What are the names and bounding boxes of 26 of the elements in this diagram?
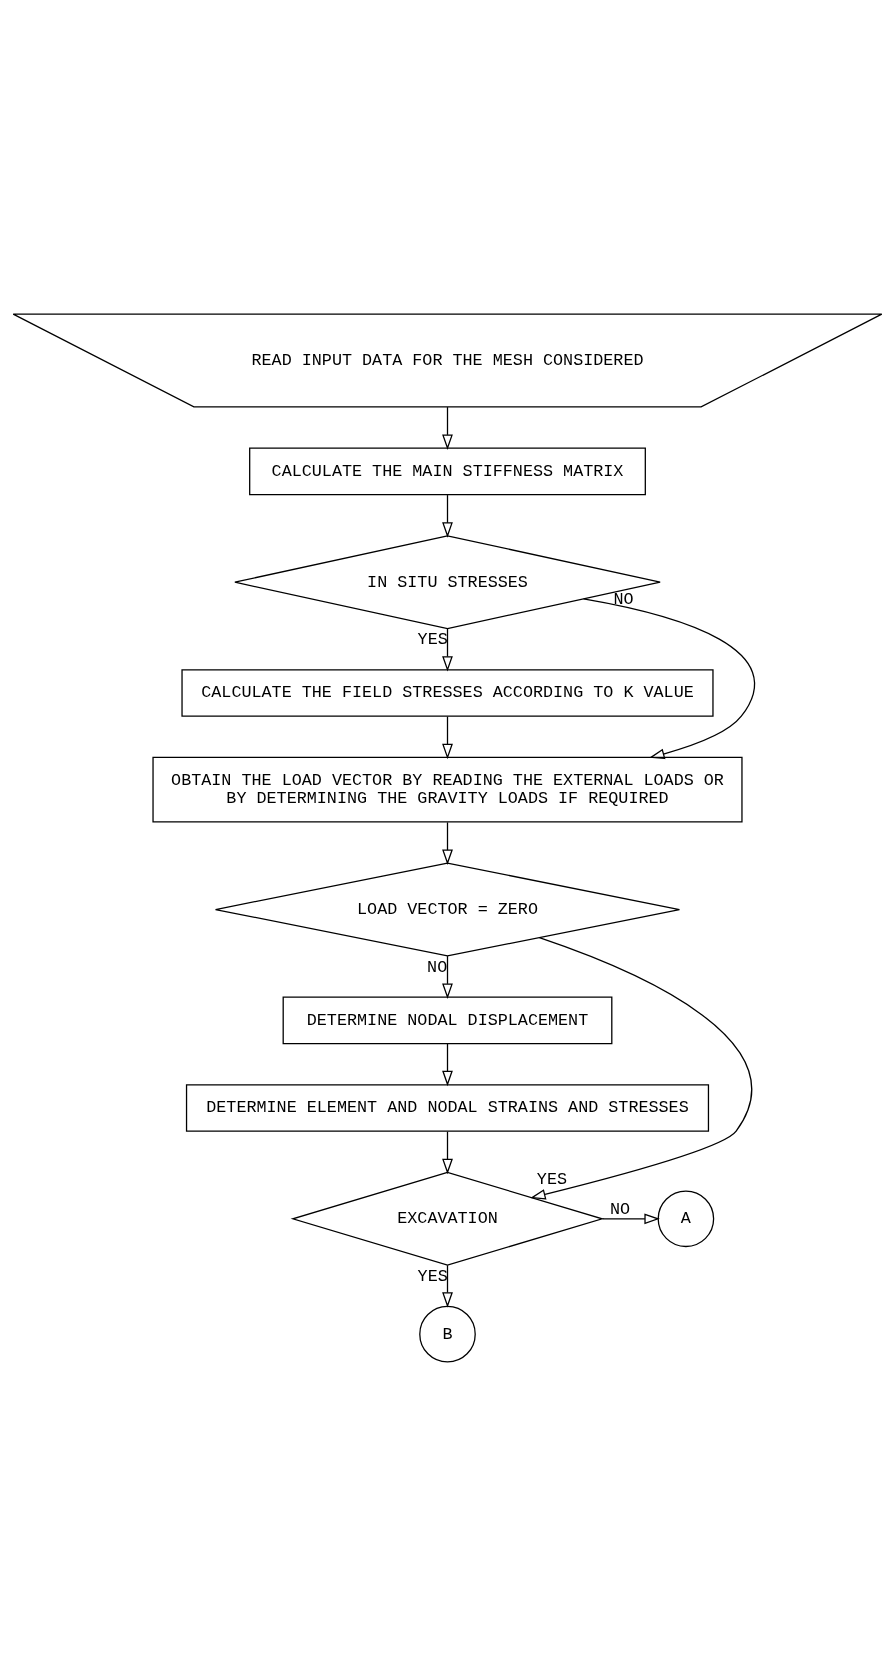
node-box: DETERMINE NODAL DISPLACEMENT	[282, 996, 613, 1045]
edge-label: NO	[613, 590, 634, 610]
edge-label: YES	[417, 1266, 448, 1286]
edge-label: YES	[536, 1170, 568, 1190]
arrow	[530, 937, 753, 1200]
arrow	[442, 821, 453, 865]
node-box: CALCULATE THE MAIN STIFFNESS MATRIX	[249, 447, 646, 496]
node-box: CALCULATE THE FIELD STRESSES ACCORDING TO K VALUE	[181, 669, 714, 717]
node-circle: A	[657, 1190, 715, 1248]
node-diamond: LOAD VECTOR = ZERO	[214, 862, 681, 957]
edge-label: NO	[610, 1200, 631, 1220]
arrow	[442, 406, 453, 450]
arrow	[442, 1043, 453, 1087]
edge-label: YES	[417, 630, 448, 650]
node-box: DETERMINE ELEMENT AND NODAL STRAINS AND STRESSES	[185, 1084, 710, 1132]
arrow	[442, 628, 453, 672]
arrow	[442, 494, 453, 538]
arrow	[442, 955, 453, 999]
arrow	[442, 1131, 453, 1175]
arrow	[442, 715, 453, 760]
arrow	[442, 1264, 453, 1308]
arrow	[582, 598, 756, 760]
edge-label: NO	[427, 957, 448, 977]
node-circle: B	[419, 1305, 476, 1363]
node-box: OBTAIN THE LOAD VECTOR BY READING THE EXTERNAL LOADS OR BY DETERMINING THE GRAVITY LOADS IF REQUIRED	[152, 756, 743, 823]
arrow	[601, 1213, 660, 1225]
